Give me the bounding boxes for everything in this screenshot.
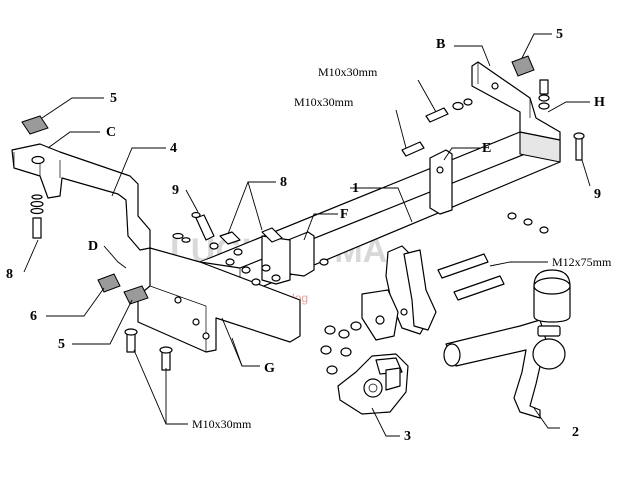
- callout-5-left: 5: [110, 91, 117, 106]
- main-cross-beam: [199, 131, 561, 297]
- callout-d: D: [88, 239, 98, 254]
- bolt-label-m10-mid: M10x30mm: [294, 95, 354, 109]
- callout-g: G: [264, 361, 275, 376]
- bolt-9-left: [172, 211, 215, 243]
- bolt-label-m10-top: M10x30mm: [318, 65, 378, 79]
- callout-b: B: [436, 37, 445, 52]
- callout-9-left: 9: [172, 183, 179, 198]
- bolt-label-m10-bottom: M10x30mm: [192, 417, 252, 431]
- callout-5-bottom: 5: [58, 337, 65, 352]
- bolts-m10-top: [401, 98, 473, 157]
- right-side-bracket: [471, 61, 561, 141]
- bolts-m10-bottom: [124, 328, 173, 371]
- callout-5-top-right: 5: [556, 27, 563, 42]
- callout-c: C: [106, 125, 116, 140]
- cage-nut-5-top-right: [511, 55, 535, 77]
- bolt-label-m12: M12x75mm: [552, 255, 612, 269]
- center-hitch-plates: [361, 245, 437, 341]
- bolts-m12: [437, 212, 549, 301]
- callout-8-left: 8: [6, 267, 13, 282]
- callout-6: 6: [30, 309, 37, 324]
- callout-2: 2: [572, 425, 579, 440]
- callout-4: 4: [170, 141, 177, 156]
- callout-1: 1: [352, 181, 359, 196]
- tow-ball-neck: [443, 319, 566, 419]
- electric-socket-plate: [337, 353, 409, 415]
- bolts-8-center: [209, 227, 329, 286]
- leader-lines: [23, 33, 591, 437]
- callout-h: H: [594, 95, 605, 110]
- cage-nut-6: [97, 273, 121, 293]
- tow-ball-cap: [533, 269, 571, 323]
- bracket-f: [261, 231, 315, 285]
- callout-e: E: [482, 141, 491, 156]
- callout-f: F: [340, 207, 349, 222]
- nuts-center-hitch: [320, 321, 362, 375]
- left-side-bracket: [11, 143, 151, 251]
- bolt-stack-left-8: [30, 194, 44, 239]
- bracket-e: [429, 149, 453, 215]
- callout-3: 3: [404, 429, 411, 444]
- callout-9-right: 9: [594, 187, 601, 202]
- left-mounting-plate: [137, 247, 301, 353]
- bolt-9-right-h: [538, 79, 585, 161]
- cage-nut-5-left: [21, 115, 49, 135]
- cage-nut-5-bottom: [123, 285, 149, 305]
- callout-8-center: 8: [280, 175, 287, 190]
